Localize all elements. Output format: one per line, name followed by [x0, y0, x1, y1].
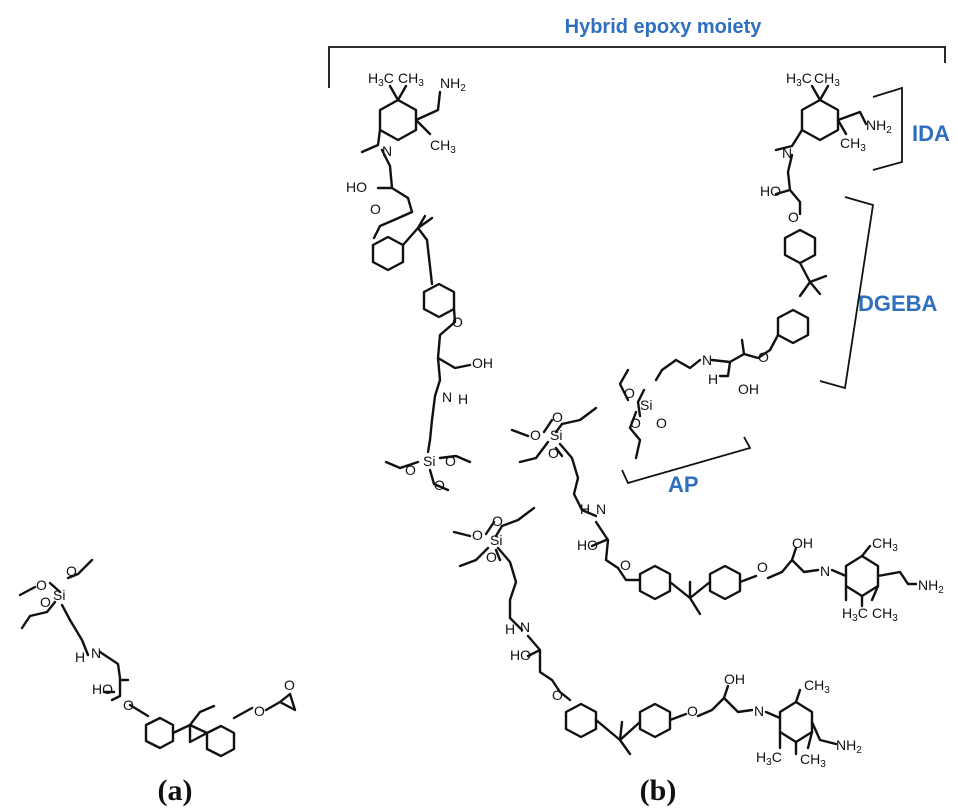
- atom-h3c: H3C: [786, 70, 812, 89]
- atom-o: O: [788, 209, 799, 225]
- atom-o: O: [548, 445, 559, 461]
- atom-o: O: [687, 703, 698, 719]
- atom-h3c: H3C: [756, 749, 782, 768]
- dgeba-label: DGEBA: [858, 291, 938, 316]
- atom-ho: HO: [577, 537, 598, 553]
- atom-o: O: [40, 594, 51, 610]
- atom-ch3: CH3: [430, 137, 456, 156]
- atom-n: N: [820, 563, 830, 579]
- hybrid-epoxy-label: Hybrid epoxy moiety: [565, 16, 763, 38]
- atom-oh: OH: [738, 381, 759, 397]
- atom-nh2: NH2: [440, 75, 466, 94]
- atom-o: O: [370, 201, 381, 217]
- atom-si: Si: [53, 587, 65, 603]
- ida-bracket: [872, 86, 903, 171]
- atom-h: H: [580, 501, 590, 517]
- atom-o: O: [452, 314, 463, 330]
- atom-n: N: [382, 143, 392, 159]
- atom-ch3: CH3: [872, 605, 898, 624]
- atom-oh: OH: [472, 355, 493, 371]
- atom-o: O: [445, 453, 456, 469]
- atom-o: O: [758, 349, 769, 365]
- atom-ch3: CH3: [872, 535, 898, 554]
- atom-n: N: [596, 501, 606, 517]
- atom-o: O: [552, 409, 563, 425]
- atom-o: O: [405, 462, 416, 478]
- hybrid-bracket: [328, 46, 946, 88]
- atom-si: Si: [423, 453, 435, 469]
- atom-ho: HO: [760, 183, 781, 199]
- molecule-a: O O O Si H N HO O O O: [18, 558, 297, 758]
- atom-h3c: H3C: [368, 70, 394, 89]
- atom-o: O: [552, 687, 563, 703]
- atom-si: Si: [490, 532, 502, 548]
- atom-ho: HO: [346, 179, 367, 195]
- atom-h: H: [458, 391, 468, 407]
- atom-h: H: [505, 621, 515, 637]
- atom-o: O: [472, 527, 483, 543]
- molecule-b-middle: O Si O O H N HO O O OH N CH3 NH2 H3C CH3: [510, 406, 944, 624]
- atom-n: N: [91, 645, 101, 661]
- atom-si: Si: [640, 397, 652, 413]
- atom-oh: OH: [724, 671, 745, 687]
- panel-label-a: (a): [158, 774, 193, 807]
- atom-o: O: [284, 677, 295, 693]
- atom-o: O: [434, 477, 445, 493]
- atom-h3c: H3C: [842, 605, 868, 624]
- atom-o: O: [630, 415, 641, 431]
- atom-h: H: [75, 649, 85, 665]
- atom-nh2: NH2: [836, 737, 862, 756]
- atom-o: O: [486, 549, 497, 565]
- atom-ho: HO: [92, 681, 113, 697]
- ap-label: AP: [668, 472, 699, 497]
- dgeba-bracket: [819, 196, 875, 390]
- atom-o: O: [530, 427, 541, 443]
- ida-label: IDA: [912, 121, 950, 146]
- atom-o: O: [492, 513, 503, 529]
- atom-n: N: [702, 352, 712, 368]
- atom-ho: HO: [510, 647, 531, 663]
- atom-o: O: [36, 577, 47, 593]
- atom-ch3: CH3: [800, 751, 826, 770]
- atom-ch3: CH3: [804, 677, 830, 696]
- molecule-b-left: H3C CH3 NH2 CH3 N HO O O OH N H Si O O O: [346, 70, 493, 493]
- atom-n: N: [442, 389, 452, 405]
- atom-si: Si: [550, 427, 562, 443]
- atom-oh: OH: [792, 535, 813, 551]
- panel-label-b: (b): [640, 774, 677, 807]
- atom-n: N: [520, 619, 530, 635]
- molecule-b-bottom: O Si O O H N HO O O OH N CH3 NH2 H3C CH3: [452, 506, 862, 770]
- atom-o: O: [620, 557, 631, 573]
- atom-n: N: [782, 145, 792, 161]
- atom-o: O: [624, 385, 635, 401]
- atom-o: O: [66, 563, 77, 579]
- atom-o: O: [656, 415, 667, 431]
- atom-h: H: [708, 371, 718, 387]
- molecule-b-top-right: H3C CH3 NH2 CH3 N HO O O OH N H Si O O O: [618, 70, 892, 460]
- atom-nh2: NH2: [866, 117, 892, 136]
- atom-o: O: [757, 559, 768, 575]
- ap-bracket: [621, 436, 752, 485]
- atom-o: O: [123, 697, 134, 713]
- atom-o: O: [254, 703, 265, 719]
- atom-ch3: CH3: [398, 70, 424, 89]
- atom-ch3: CH3: [814, 70, 840, 89]
- atom-nh2: NH2: [918, 577, 944, 596]
- atom-ch3: CH3: [840, 135, 866, 154]
- atom-n: N: [754, 703, 764, 719]
